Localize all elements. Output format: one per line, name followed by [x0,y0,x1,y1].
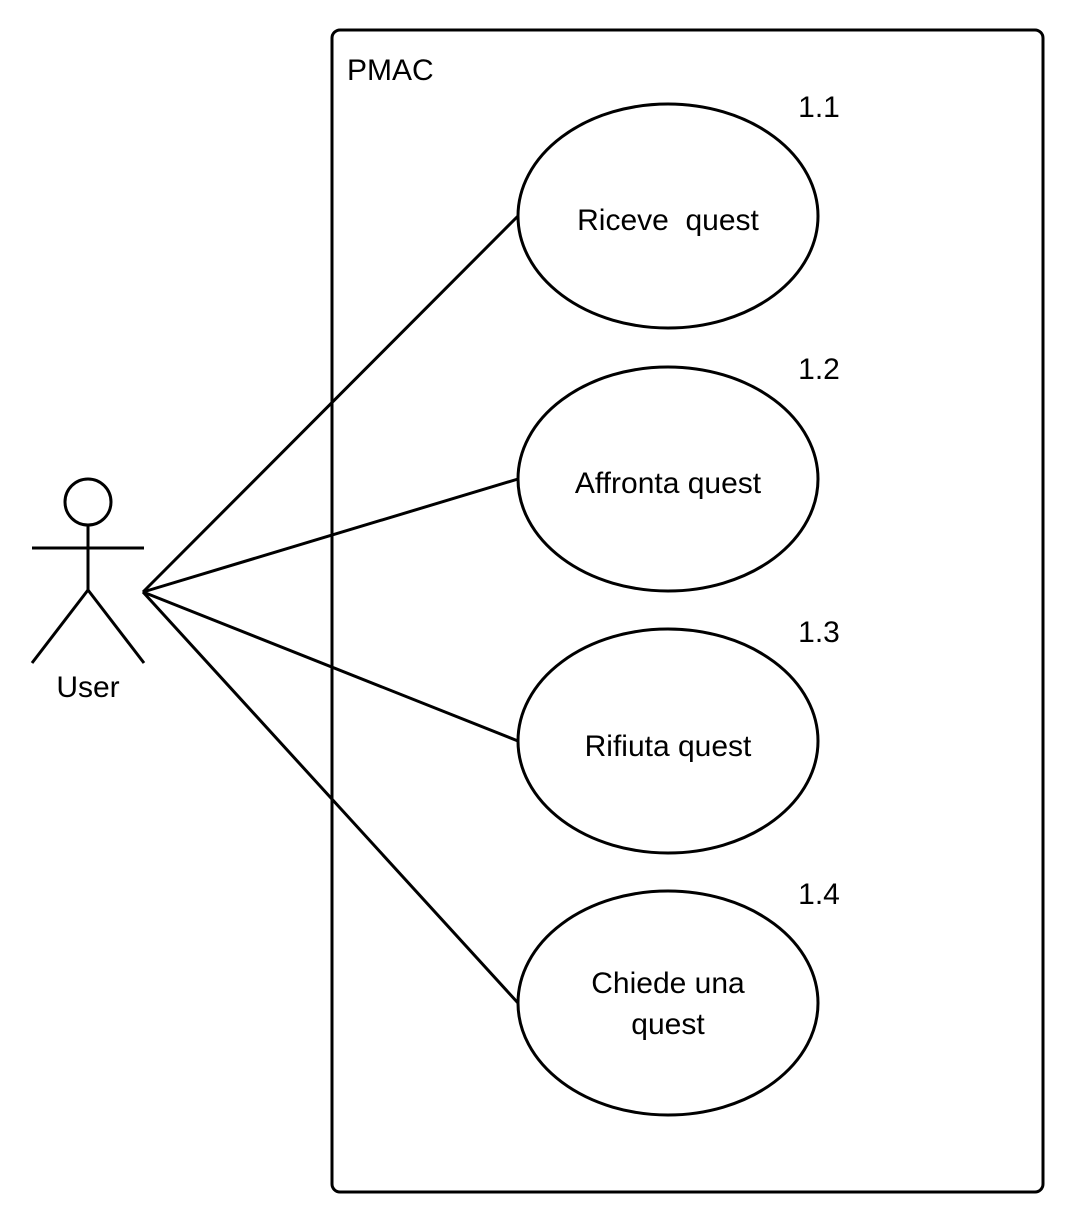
use-case-ellipse [516,889,820,1117]
use-case-number: 1.2 [798,353,840,386]
association-line-3 [142,590,519,743]
actor-right-leg [86,589,146,664]
actor-left-leg [30,589,90,664]
system-boundary [330,28,1045,1194]
actor-name: User [56,671,119,704]
use-case-3: Rifiuta quest [516,627,820,855]
use-case-label: Rifiuta quest [585,730,752,763]
use-case-4: Chiede una quest [516,889,820,1117]
use-case-number: 1.3 [798,616,840,649]
use-case-label-line-2: quest [631,1008,705,1041]
use-case-1: Riceve quest [516,102,820,330]
use-case-label: Riceve quest [577,204,759,237]
association-line-2 [142,477,519,594]
use-case-number: 1.1 [798,91,840,124]
association-line-4 [141,590,520,1005]
system-name: PMAC [347,54,434,87]
actor-head [63,477,113,527]
use-case-ellipse [516,365,820,593]
use-case-ellipse [516,102,820,330]
association-line-1 [141,214,520,594]
use-case-label: Affronta quest [575,467,762,500]
use-case-label-line-1: Chiede una [591,967,745,1000]
use-case-ellipse [516,627,820,855]
use-case-number: 1.4 [798,878,840,911]
use-case-2: Affronta quest [516,365,820,593]
actor-user [30,477,146,664]
